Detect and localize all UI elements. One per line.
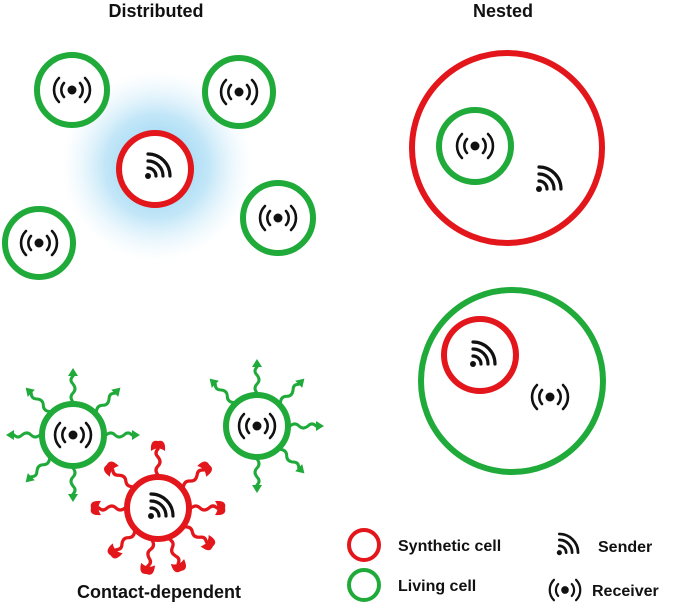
synthetic-cell xyxy=(124,474,192,542)
legend: Synthetic cell Living cell Sender Receiv… xyxy=(347,528,659,602)
living-cell xyxy=(223,392,291,460)
distributed-panel xyxy=(2,52,316,280)
living-cell-swatch xyxy=(347,568,381,602)
nested-title: Nested xyxy=(473,1,533,21)
living-cell-outer xyxy=(418,287,606,475)
nested-panel xyxy=(409,50,606,475)
synthetic-cell xyxy=(116,130,194,208)
synthetic-cell-inner xyxy=(441,316,519,394)
legend-sender: Sender xyxy=(598,539,652,556)
legend-synthetic-cell: Synthetic cell xyxy=(398,538,501,555)
distributed-title: Distributed xyxy=(108,1,203,21)
wifi-signal-icon xyxy=(555,532,580,557)
living-cell-inner xyxy=(436,107,514,185)
living-cell xyxy=(240,180,316,256)
legend-receiver: Receiver xyxy=(592,583,659,600)
living-cell xyxy=(34,52,110,128)
contact-dependent-panel xyxy=(4,357,326,578)
living-cell xyxy=(202,55,276,129)
living-cell xyxy=(39,401,107,469)
legend-living-cell: Living cell xyxy=(398,578,476,595)
synthetic-cell-swatch xyxy=(347,528,381,562)
living-cell xyxy=(2,206,76,280)
broadcast-receiver-icon xyxy=(548,578,582,602)
contact-dependent-title: Contact-dependent xyxy=(77,582,241,602)
synthetic-cell-outer xyxy=(409,50,605,246)
